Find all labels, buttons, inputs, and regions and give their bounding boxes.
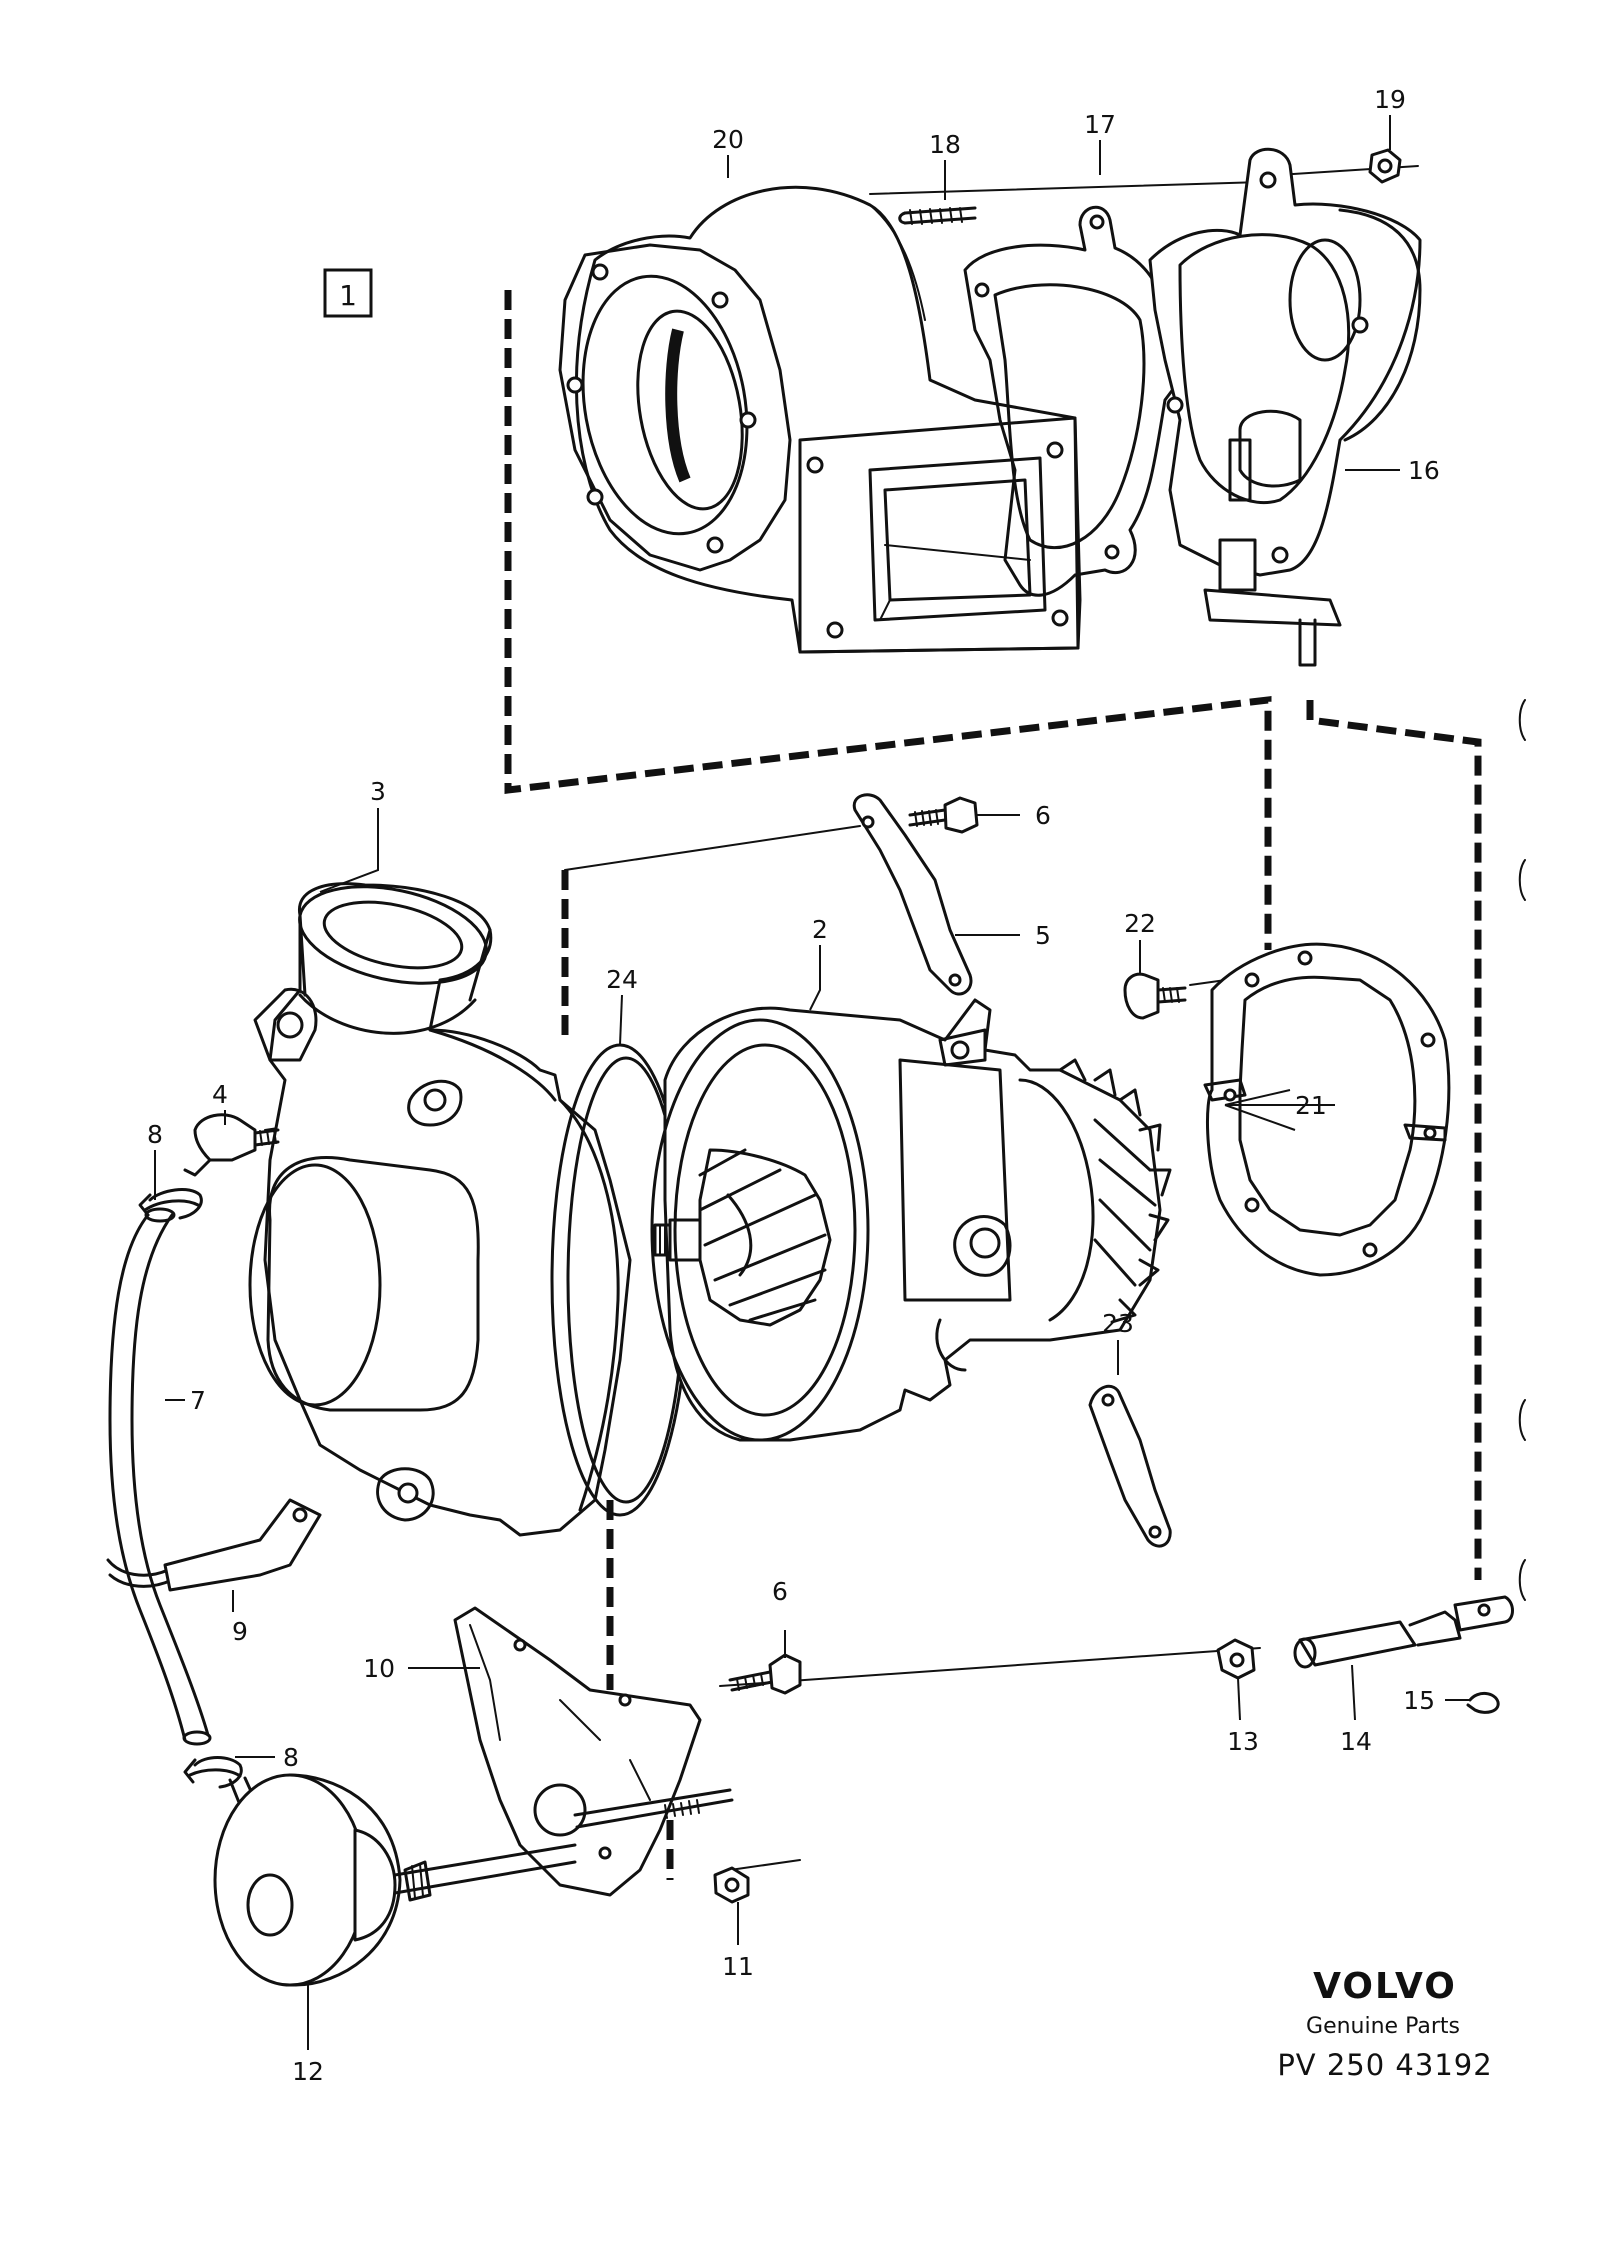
bracket-9 xyxy=(163,1498,322,1592)
genuine-parts-label: Genuine Parts xyxy=(1306,2014,1460,2039)
callout-18: 18 xyxy=(929,130,961,159)
callout-16: 16 xyxy=(1408,456,1440,485)
nut-13 xyxy=(1216,1638,1256,1680)
callout-19: 19 xyxy=(1374,85,1406,114)
callout-4: 4 xyxy=(212,1080,228,1109)
wastegate-housing xyxy=(1148,147,1422,667)
callout-5: 5 xyxy=(1035,921,1051,950)
adjusting-link-14 xyxy=(1293,1595,1514,1669)
callout-24: 24 xyxy=(606,965,638,994)
center-cartridge xyxy=(650,998,1172,1442)
callout-20: 20 xyxy=(712,125,744,154)
hose-clamp-8-lower xyxy=(183,1756,243,1789)
brand-block: VOLVO Genuine Parts PV 250 43192 xyxy=(1277,1966,1492,2082)
callout-6-upper: 6 xyxy=(1035,801,1051,830)
bolt-6-lower xyxy=(728,1653,802,1695)
callout-22: 22 xyxy=(1124,909,1156,938)
bolt-6-upper xyxy=(908,796,979,834)
wastegate-actuator-12 xyxy=(213,1773,577,1987)
callout-13: 13 xyxy=(1227,1727,1259,1756)
nut-11 xyxy=(713,1866,750,1904)
callout-17: 17 xyxy=(1084,110,1116,139)
callout-15: 15 xyxy=(1403,1686,1435,1715)
threaded-rod xyxy=(573,1788,734,1829)
callout-21: 21 xyxy=(1295,1091,1327,1120)
heat-shield-ring xyxy=(1203,942,1451,1277)
compressor-housing xyxy=(248,882,632,1537)
callout-6-lower: 6 xyxy=(772,1577,788,1606)
bolt-22 xyxy=(1123,972,1187,1020)
assembly-dashed-lines xyxy=(504,290,1482,1880)
banjo-fitting-4 xyxy=(183,1113,280,1177)
callout-10: 10 xyxy=(363,1654,395,1683)
callout-8-upper: 8 xyxy=(147,1120,163,1149)
stud-18 xyxy=(898,206,977,225)
callout-7: 7 xyxy=(190,1386,206,1415)
callout-8-lower: 8 xyxy=(283,1743,299,1772)
clip-15 xyxy=(1466,1692,1500,1714)
callout-11: 11 xyxy=(722,1952,754,1981)
callout-12: 12 xyxy=(292,2057,324,2086)
callout-3: 3 xyxy=(370,777,386,806)
callout-9: 9 xyxy=(232,1617,248,1646)
group-number-box: 1 xyxy=(323,268,373,318)
bracket-5 xyxy=(852,793,973,996)
margin-marks xyxy=(1518,699,1526,1601)
hose-7 xyxy=(106,1207,212,1746)
callout-14: 14 xyxy=(1340,1727,1372,1756)
callout-23: 23 xyxy=(1102,1309,1134,1338)
part-number: PV 250 43192 xyxy=(1277,2048,1492,2082)
turbine-housing xyxy=(558,185,1082,654)
callouts: 3 2 4 5 6 6 8 8 7 9 10 11 12 13 14 15 16… xyxy=(147,85,1440,2086)
volvo-logo: VOLVO xyxy=(1313,1966,1457,2007)
actuator-bracket-10 xyxy=(453,1606,702,1897)
group-number: 1 xyxy=(339,279,357,312)
callout-2: 2 xyxy=(812,915,828,944)
leader-lines xyxy=(154,115,1470,2050)
hose-clamp-8-upper xyxy=(138,1188,203,1220)
nut-19 xyxy=(1368,148,1402,184)
bracket-23 xyxy=(1088,1384,1172,1548)
